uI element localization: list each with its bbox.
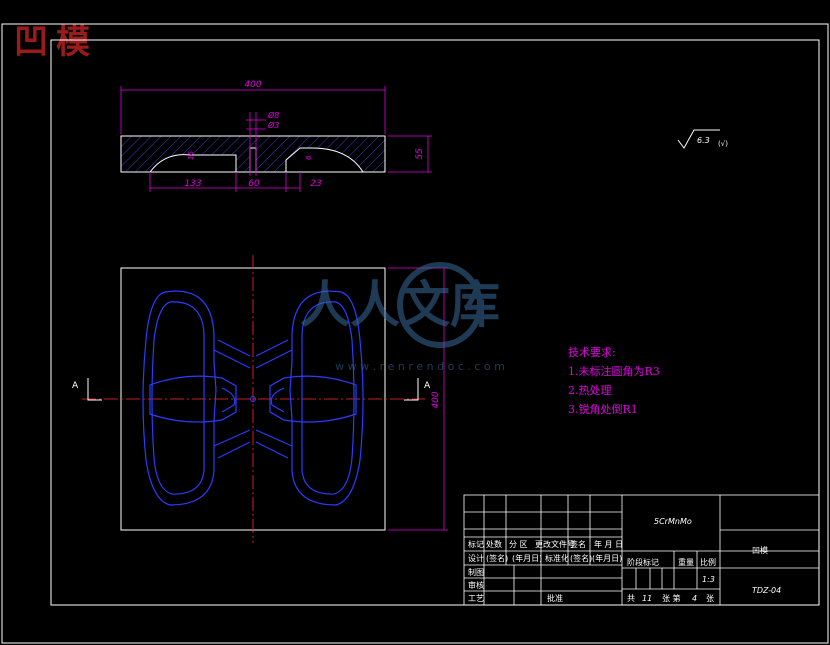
tb-total-num: 11	[642, 594, 652, 603]
tb-label-draw: 制图	[468, 567, 484, 577]
tb-label-design: 设计	[468, 553, 484, 563]
tb-label-mark: 标记	[468, 539, 484, 549]
section-body	[120, 135, 386, 173]
watermark-url: w w w . r e n r e n d o c . c o m	[335, 360, 505, 373]
dim-height: 400	[431, 391, 441, 408]
dim-thickness: 55	[415, 148, 425, 160]
tb-material: 5CrMnMo	[654, 517, 692, 526]
tb-head-file: 更改文件号	[535, 539, 575, 549]
section-mark-left: A	[72, 381, 79, 391]
section-mark-right: A	[424, 381, 431, 391]
dim-step-right: 6	[305, 155, 313, 160]
surface-finish-note: (√)	[718, 140, 728, 148]
tech-item: 3.锐角处倒R1	[568, 403, 638, 416]
outer-border	[1, 23, 829, 644]
watermark-title: 凹模	[14, 22, 98, 62]
cavity-right	[255, 290, 364, 506]
tb-total-label: 共	[627, 594, 635, 603]
tb-part-name: 凹模	[752, 545, 768, 555]
tb-drawing-no: TDZ-04	[752, 586, 781, 595]
dim-hole-large: Ø8	[267, 110, 279, 120]
dim-hole-small: Ø3	[267, 120, 279, 130]
dim-left: 133	[184, 179, 201, 189]
tb-scale: 1:3	[702, 575, 715, 584]
tb-stage-label: 阶段标记	[627, 557, 659, 567]
watermark-logo: 人人文库 w w w . r e n r e n d o c . c o m	[300, 262, 505, 373]
tb-head-date: 年 月 日	[594, 539, 623, 549]
tb-head-sign: 签名	[570, 539, 586, 549]
tb-head-zone: 分 区	[509, 540, 528, 549]
tb-sheet-num: 4	[692, 594, 697, 603]
title-block	[463, 494, 820, 606]
dim-right: 23	[310, 179, 322, 189]
tech-item: 1.未标注圆角为R3	[568, 365, 660, 378]
cavity-left	[142, 290, 251, 506]
watermark-logo-text: 人人文库	[300, 275, 500, 334]
tb-standard-sign: (签名)	[570, 553, 592, 563]
tb-sheet-label: 张 第	[662, 593, 681, 603]
section-view: 400 Ø8 Ø3 55 133 60 23 16 6	[120, 80, 432, 192]
tb-design-date: (年月日)	[512, 553, 542, 563]
tb-design-sign: (签名)	[486, 553, 508, 563]
tb-label-process: 工艺	[468, 594, 484, 603]
tb-head-count: 处数	[486, 539, 502, 549]
tech-item: 2.热处理	[568, 384, 612, 397]
dim-step-left: 16	[187, 151, 195, 160]
surface-finish-value: 6.3	[697, 136, 710, 145]
tb-standard: 标准化	[545, 553, 569, 563]
dim-center: 60	[248, 179, 260, 189]
tb-weight-label: 重量	[678, 557, 694, 567]
tech-requirements: 技术要求: 1.未标注圆角为R3 2.热处理 3.锐角处倒R1	[568, 343, 660, 419]
tech-heading: 技术要求:	[568, 346, 616, 359]
dim-width: 400	[244, 80, 261, 90]
tb-standard-date: (年月日)	[592, 553, 622, 563]
tb-approve: 批准	[547, 593, 563, 603]
tb-scale-label: 比例	[700, 557, 716, 567]
inner-border	[50, 39, 820, 606]
tb-sheet-suffix: 张	[706, 594, 714, 603]
title-block-text: 标记 处数 分 区 更改文件号 签名 年 月 日 设计 (签名) (年月日) 标…	[468, 517, 781, 603]
tb-label-check: 审核	[468, 580, 484, 590]
plan-view: A A 400	[72, 255, 448, 543]
surface-finish: 6.3 (√)	[677, 129, 728, 149]
